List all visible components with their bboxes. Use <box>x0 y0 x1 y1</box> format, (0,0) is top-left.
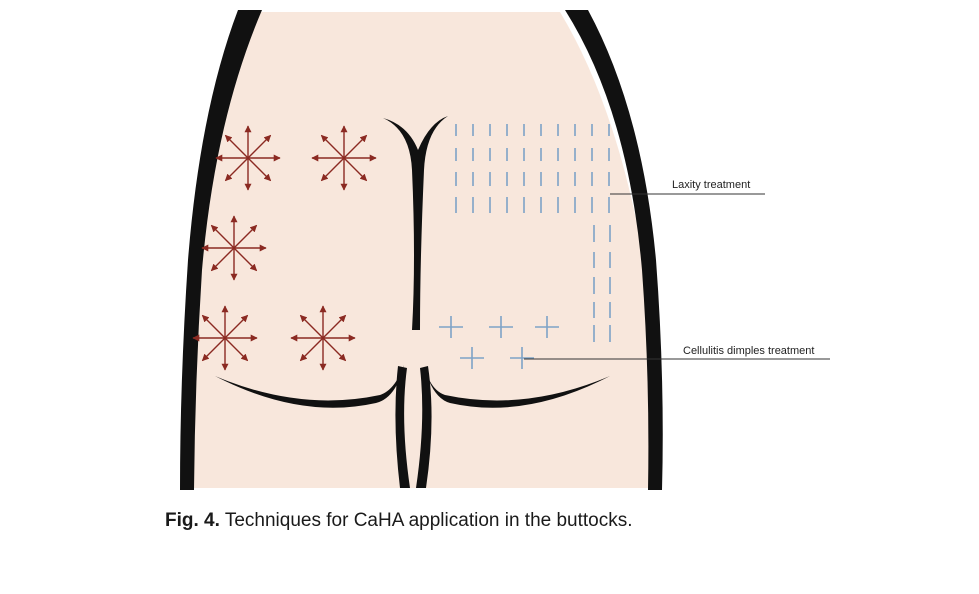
buttocks-diagram: Laxity treatment Cellulitis dimples trea… <box>0 0 979 510</box>
laxity-label: Laxity treatment <box>672 179 750 191</box>
caption-text: Techniques for CaHA application in the b… <box>220 510 633 531</box>
fan-injection-site <box>312 126 376 190</box>
cellulitis-label: Cellulitis dimples treatment <box>683 345 814 357</box>
fan-injection-site <box>291 306 355 370</box>
fan-injection-site <box>193 306 257 370</box>
fan-injection-site <box>202 216 266 280</box>
figure-caption: Fig. 4. Techniques for CaHA application … <box>165 510 865 532</box>
fan-injection-site <box>216 126 280 190</box>
caption-prefix: Fig. 4. <box>165 510 220 531</box>
